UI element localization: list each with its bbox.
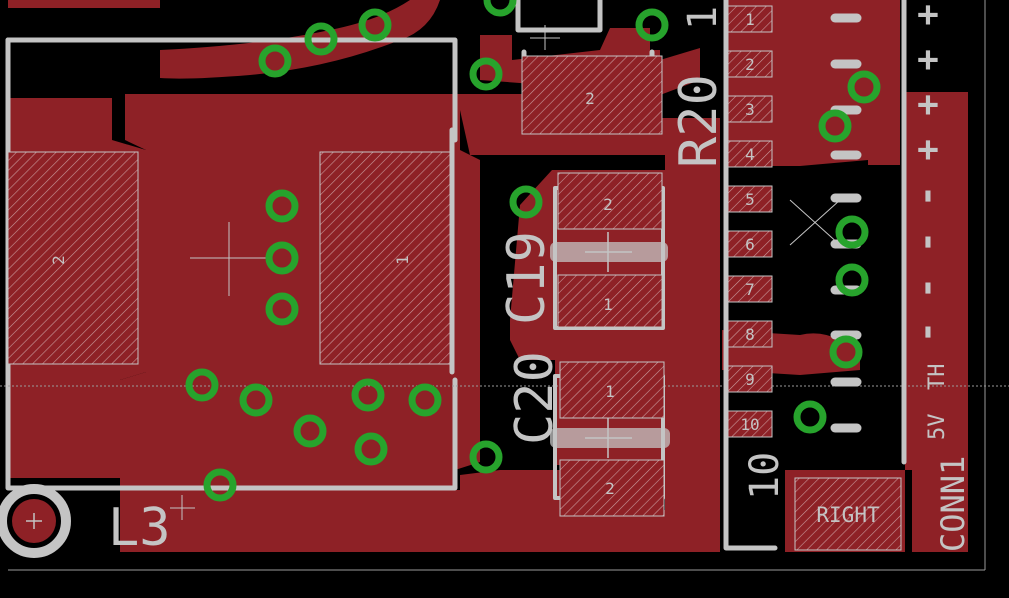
l3-label: L3 [108, 498, 171, 558]
via[interactable] [509, 185, 543, 219]
via[interactable] [469, 440, 503, 474]
c19-label: C19 [497, 231, 557, 325]
via[interactable] [835, 215, 869, 249]
via[interactable] [265, 241, 299, 275]
conn1-label: CONN1 [934, 456, 972, 552]
via[interactable] [265, 189, 299, 223]
r20-pad-2[interactable]: 2 [521, 55, 663, 135]
c20-label: C20 [505, 351, 565, 445]
right-pad-label: RIGHT [816, 503, 880, 527]
edge-mark: + [917, 0, 939, 35]
conn-pin[interactable]: 9 [727, 365, 773, 393]
conn-pin-number: 10 [740, 415, 759, 434]
c19-pad-2-number: 2 [603, 195, 613, 214]
via[interactable] [185, 368, 219, 402]
conn-pin-list: 1 2 3 4 5 6 7 8 9 10 [727, 5, 773, 438]
via[interactable] [847, 70, 881, 104]
edge-mark: - [906, 321, 947, 343]
th-label: TH [925, 364, 950, 391]
mounting-hole[interactable] [0, 484, 71, 558]
c20-pad-2[interactable]: 2 [559, 459, 665, 517]
via[interactable] [818, 109, 852, 143]
via[interactable] [835, 263, 869, 297]
conn-pin-number: 6 [745, 235, 755, 254]
via[interactable] [239, 383, 273, 417]
via[interactable] [469, 57, 503, 91]
edge-mark: + [917, 84, 939, 125]
c20-pad-1[interactable]: 1 [559, 361, 665, 419]
via[interactable] [203, 468, 237, 502]
edge-mark: + [917, 129, 939, 170]
c19-pad-1[interactable]: 1 [557, 274, 663, 328]
via[interactable] [635, 8, 669, 42]
edge-mark: - [906, 185, 947, 207]
via[interactable] [265, 292, 299, 326]
conn-pin[interactable]: 1 [727, 5, 773, 33]
r20-pad-2-number: 2 [585, 89, 595, 108]
c19-pad-1-number: 1 [603, 295, 613, 314]
conn-pin-number: 3 [745, 100, 755, 119]
conn-pin[interactable]: 4 [727, 140, 773, 168]
via[interactable] [793, 400, 827, 434]
right-pad[interactable]: RIGHT [794, 477, 902, 551]
conn-pin[interactable]: 2 [727, 50, 773, 78]
pin10-label: 10 [742, 452, 788, 500]
l3-pad-1-number: 1 [393, 255, 412, 265]
conn-pin-number: 2 [745, 55, 755, 74]
edge-mark: - [906, 277, 947, 299]
c20-pad-2-number: 2 [605, 479, 615, 498]
l3-pad-2-number: 2 [49, 255, 68, 265]
via[interactable] [258, 44, 292, 78]
edge-mark: - [906, 231, 947, 253]
conn-pin[interactable]: 7 [727, 275, 773, 303]
edge-marks: + + + + - - - - [906, 0, 947, 343]
c20-pad-1-number: 1 [605, 382, 615, 401]
conn-pin-number: 5 [745, 190, 755, 209]
conn-pin-number: 1 [745, 10, 755, 29]
conn-pin-number: 4 [745, 145, 755, 164]
c19-pad-2[interactable]: 2 [557, 172, 663, 230]
via[interactable] [304, 22, 338, 56]
l3-pad-2[interactable]: 2 [7, 151, 139, 365]
r20-label: R20 [669, 74, 729, 168]
via[interactable] [829, 335, 863, 369]
edge-mark: + [917, 39, 939, 80]
conn-pin-number: 9 [745, 370, 755, 389]
via[interactable] [351, 378, 385, 412]
conn-pin[interactable]: 8 [727, 320, 773, 348]
conn-pin[interactable]: 6 [727, 230, 773, 258]
r20-pin1-label: 1 [680, 6, 726, 30]
via[interactable] [483, 0, 517, 17]
conn-pin-number: 7 [745, 280, 755, 299]
via[interactable] [408, 383, 442, 417]
conn-pin[interactable]: 10 [727, 410, 773, 438]
conn-pin[interactable]: 3 [727, 95, 773, 123]
conn-pin-number: 8 [745, 325, 755, 344]
5v-label: 5V [925, 414, 950, 441]
via[interactable] [293, 414, 327, 448]
via[interactable] [354, 432, 388, 466]
l3-pad-1[interactable]: 1 [319, 151, 451, 365]
conn-pin[interactable]: 5 [727, 185, 773, 213]
via[interactable] [358, 8, 392, 42]
via-list [185, 0, 881, 502]
